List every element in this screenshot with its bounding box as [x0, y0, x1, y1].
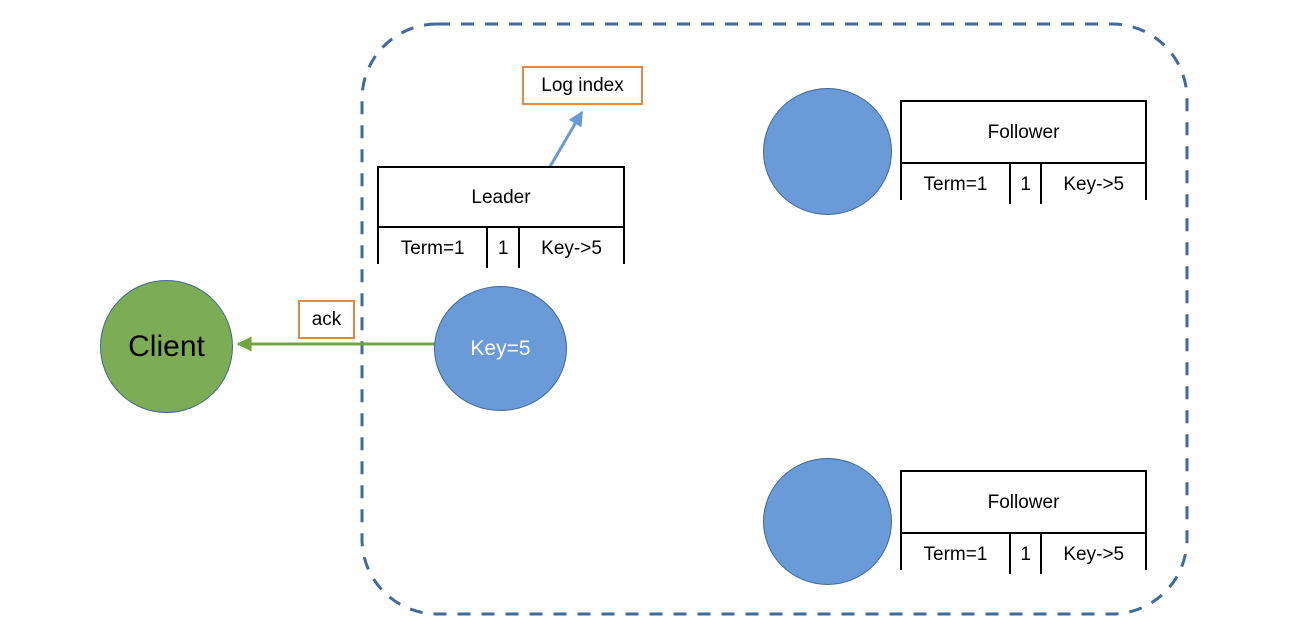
node-follower-bottom-term: Term=1: [902, 534, 1009, 574]
ack-callout-label: ack: [311, 309, 342, 330]
node-follower-top-log-row: Term=1 1 Key->5: [902, 162, 1145, 204]
node-leader[interactable]: Leader Term=1 1 Key->5: [377, 166, 625, 268]
log-index-callout-label: Log index: [541, 75, 624, 96]
node-follower-bottom-value: Key->5: [1040, 534, 1145, 574]
node-follower-top-role: Follower: [902, 102, 1145, 162]
ack-callout[interactable]: ack: [298, 300, 355, 339]
leader-request-label: Key=5: [470, 337, 531, 360]
follower-bottom-circle[interactable]: [763, 458, 892, 585]
client-label: Client: [128, 329, 205, 363]
node-leader-role: Leader: [379, 168, 623, 226]
node-leader-log-row: Term=1 1 Key->5: [379, 226, 623, 268]
node-follower-top[interactable]: Follower Term=1 1 Key->5: [900, 100, 1147, 204]
client-circle[interactable]: Client: [100, 280, 233, 413]
node-follower-bottom-index: 1: [1008, 534, 1041, 574]
node-follower-bottom-log-row: Term=1 1 Key->5: [902, 532, 1145, 574]
node-leader-value: Key->5: [518, 228, 623, 268]
node-follower-top-term: Term=1: [902, 164, 1009, 204]
node-follower-bottom[interactable]: Follower Term=1 1 Key->5: [900, 470, 1147, 574]
leader-request-circle[interactable]: Key=5: [434, 286, 567, 411]
node-follower-bottom-role: Follower: [902, 472, 1145, 532]
node-follower-top-value: Key->5: [1040, 164, 1145, 204]
follower-top-circle[interactable]: [763, 88, 892, 215]
node-leader-index: 1: [486, 228, 519, 268]
log-index-callout[interactable]: Log index: [522, 66, 643, 105]
node-leader-term: Term=1: [379, 228, 487, 268]
node-follower-top-index: 1: [1008, 164, 1041, 204]
